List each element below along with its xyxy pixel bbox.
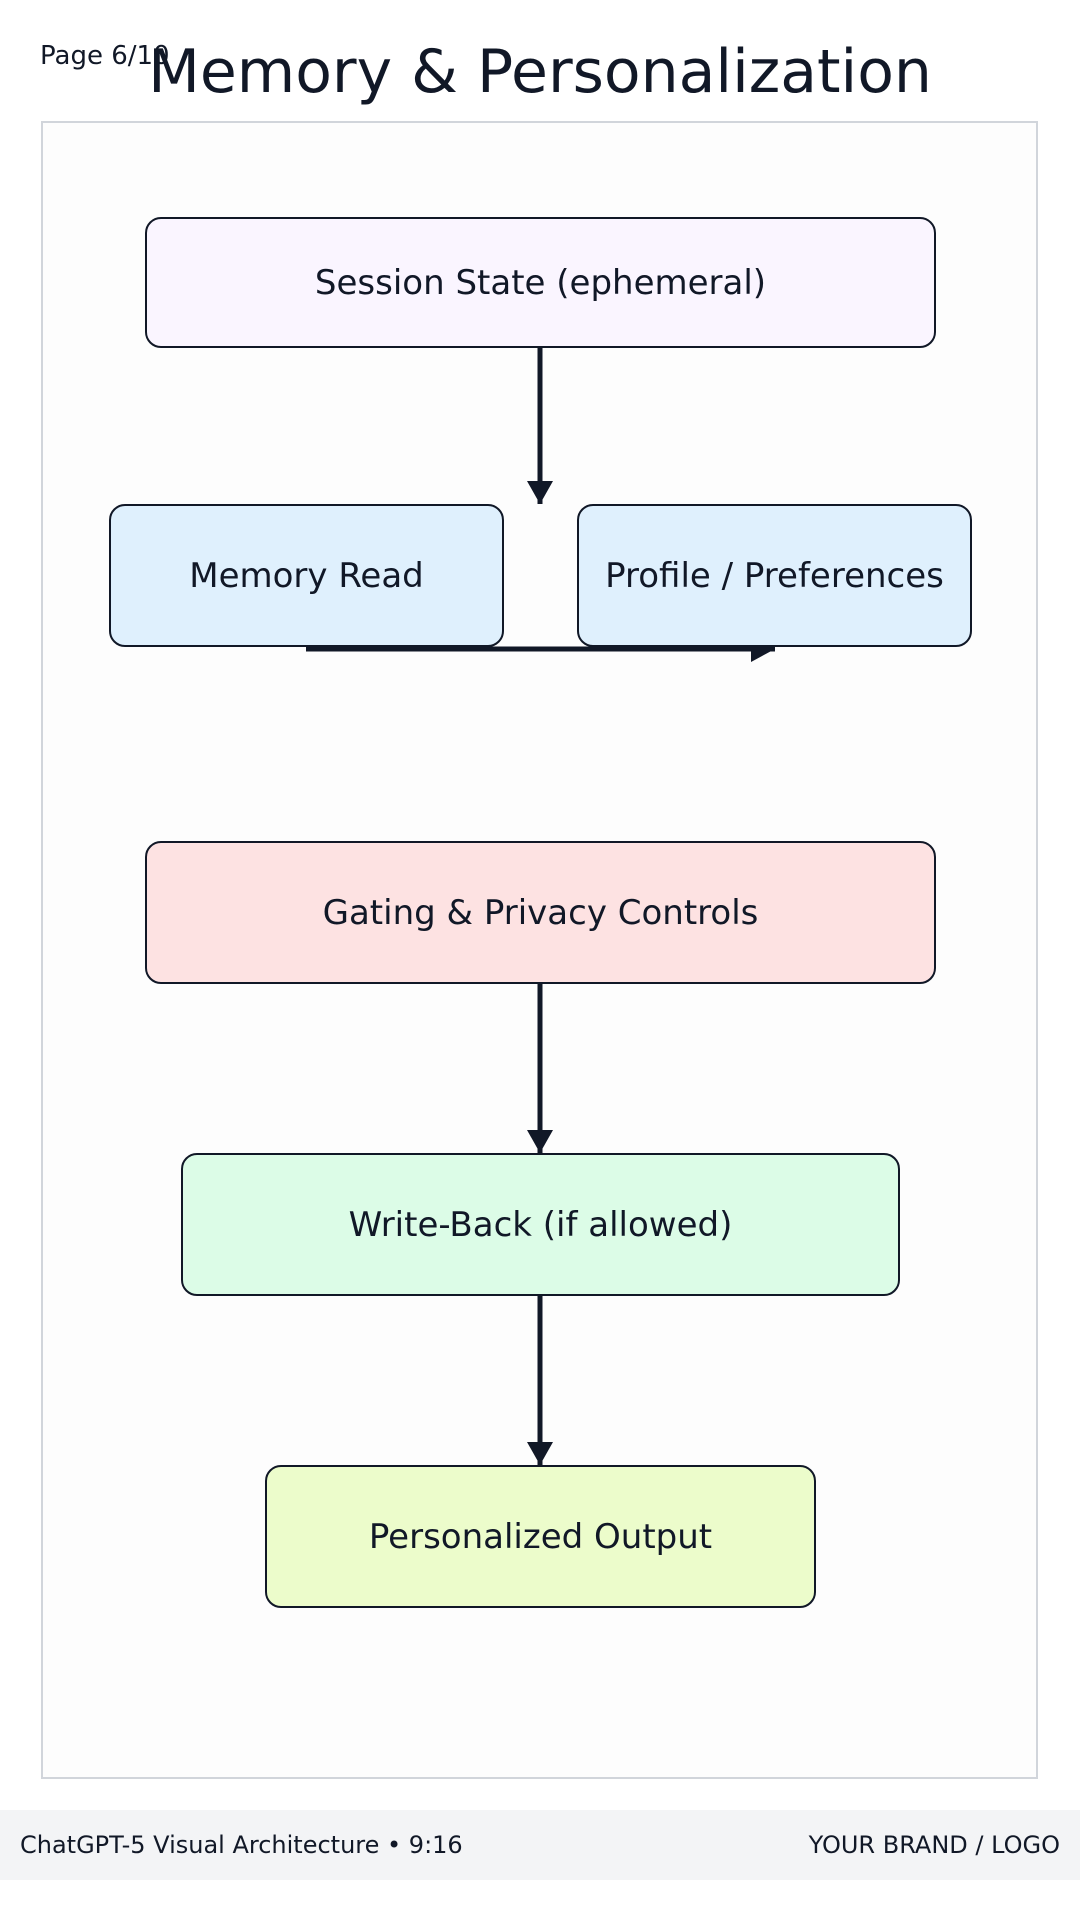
node-write-back: Write-Back (if allowed) bbox=[181, 1153, 900, 1296]
node-personalized-output: Personalized Output bbox=[265, 1465, 816, 1608]
node-memory-read: Memory Read bbox=[109, 504, 504, 647]
page-title: Memory & Personalization bbox=[148, 37, 932, 107]
arrowhead-down bbox=[527, 1130, 553, 1153]
arrowhead-down bbox=[527, 1442, 553, 1465]
arrowhead-down bbox=[527, 481, 553, 504]
node-profile-preferences: Profile / Preferences bbox=[577, 504, 972, 647]
footer-bar: ChatGPT-5 Visual Architecture • 9:16 YOU… bbox=[0, 1810, 1080, 1880]
brand-logo-placeholder: YOUR BRAND / LOGO bbox=[808, 1831, 1060, 1859]
footer-caption: ChatGPT-5 Visual Architecture • 9:16 bbox=[20, 1831, 463, 1859]
node-session-state: Session State (ephemeral) bbox=[145, 217, 936, 348]
node-gating-privacy-controls: Gating & Privacy Controls bbox=[145, 841, 936, 984]
page-indicator: Page 6/10 bbox=[40, 41, 170, 71]
